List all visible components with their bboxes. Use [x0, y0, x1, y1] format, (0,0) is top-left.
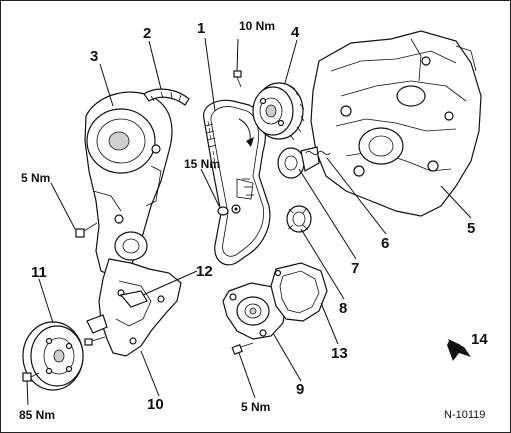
- callout-10: 10: [147, 396, 164, 413]
- torque-label-cover: 5 Nm: [21, 171, 50, 185]
- tensioner-bolt: [217, 204, 241, 216]
- callout-14: 14: [471, 331, 488, 348]
- callout-4: 4: [291, 24, 300, 41]
- cover-bolt: [75, 222, 98, 238]
- callout-13: 13: [331, 345, 348, 362]
- leader-lines: [26, 37, 472, 406]
- tensioner-spring: [305, 150, 331, 156]
- torque-label-tensioner: 15 Nm: [184, 157, 220, 171]
- callout-2: 2: [143, 25, 151, 42]
- water-pump: [222, 282, 287, 340]
- callout-6: 6: [381, 235, 389, 252]
- callout-9: 9: [296, 381, 304, 398]
- crankshaft-pulley: [22, 321, 84, 391]
- lower-cover-bracket: [98, 258, 182, 357]
- bracket-bolts: [84, 336, 106, 346]
- camshaft-sprocket: [252, 82, 305, 141]
- rear-cover: [84, 91, 173, 277]
- callout-3: 3: [90, 48, 98, 65]
- bracket-clamp: [86, 290, 148, 334]
- water-pump-bolt: [231, 342, 254, 355]
- torque-label-pulley: 85 Nm: [19, 408, 55, 422]
- callout-7: 7: [351, 260, 359, 277]
- callout-8: 8: [339, 300, 347, 317]
- water-pump-gasket: [270, 262, 328, 322]
- engine-block: [310, 30, 482, 217]
- upper-cover-segment: [143, 88, 190, 106]
- callout-labels: 1 2 3 4 5 6 7 8 9 10 11 12 13 14: [31, 20, 488, 413]
- sprocket-bolt: [233, 70, 242, 88]
- tensioner-roller: [277, 146, 320, 179]
- crankshaft-sprocket: [236, 178, 254, 200]
- torque-label-sprocket: 10 Nm: [239, 19, 275, 33]
- callout-5: 5: [467, 220, 475, 237]
- figure-reference: N-10119: [444, 409, 485, 421]
- idler-roller: [286, 205, 312, 233]
- callout-12: 12: [196, 263, 213, 280]
- callout-1: 1: [197, 20, 205, 37]
- torque-label-water-pump: 5 Nm: [241, 400, 270, 414]
- torque-labels: 10 Nm 15 Nm 5 Nm 5 Nm 85 Nm: [19, 19, 275, 422]
- callout-11: 11: [31, 264, 47, 281]
- view-direction-arrow-icon: [447, 339, 471, 361]
